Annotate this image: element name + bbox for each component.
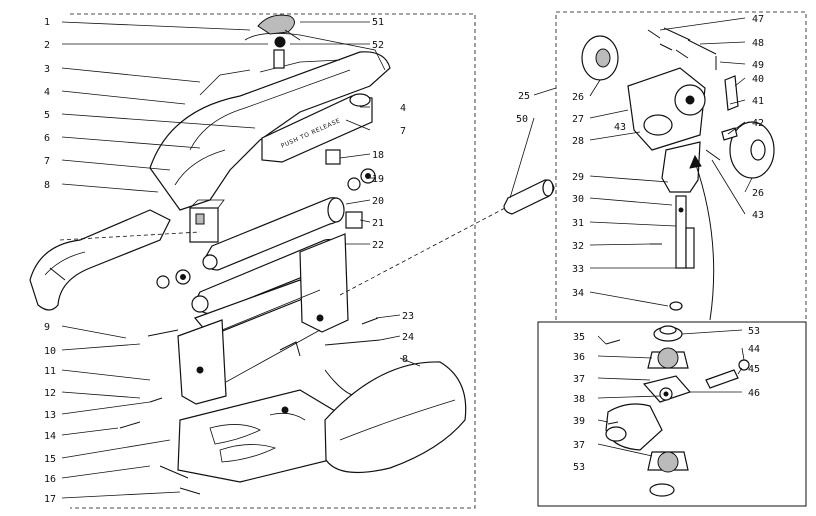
label-20: 20 (372, 196, 384, 207)
label-46: 46 (748, 388, 760, 399)
gear-inset-frame (537, 321, 807, 507)
left-leader-lines (61, 21, 268, 499)
label-28: 28 (572, 136, 584, 147)
label-42: 42 (752, 118, 764, 129)
handle-grip (29, 209, 171, 311)
label-37-upper: 37 (573, 374, 585, 385)
roller-axis-line-lower (339, 207, 506, 296)
label-35: 35 (573, 332, 585, 343)
label-6: 6 (44, 133, 50, 144)
label-2: 2 (44, 40, 50, 51)
label-7: 7 (44, 156, 50, 167)
label-14: 14 (44, 431, 56, 442)
middle-leader-lines (509, 17, 753, 307)
label-38: 38 (573, 394, 585, 405)
label-4-right: 4 (400, 103, 406, 114)
small-fasteners-left (119, 317, 381, 495)
label-45: 45 (748, 364, 760, 375)
label-3: 3 (44, 64, 50, 75)
label-11: 11 (44, 366, 56, 377)
roller-shaft-tube (503, 179, 555, 215)
label-50: 50 (516, 114, 528, 125)
label-21: 21 (372, 218, 384, 229)
label-43: 43 (752, 210, 764, 221)
label-23: 23 (402, 311, 414, 322)
label-8: 8 (44, 180, 50, 191)
label-53-upper: 53 (748, 326, 760, 337)
label-31: 31 (572, 218, 584, 229)
label-16: 16 (44, 474, 56, 485)
left-dashed-frame (70, 13, 476, 509)
label-26-right: 26 (752, 188, 764, 199)
hub-arrow-head (689, 154, 702, 169)
label-15: 15 (44, 454, 56, 465)
roller-axis-line-upper (59, 231, 201, 241)
label-43-small: 43 (614, 122, 626, 133)
label-29: 29 (572, 172, 584, 183)
label-8-right: 8 (402, 354, 408, 365)
label-41: 41 (752, 96, 764, 107)
label-32: 32 (572, 241, 584, 252)
label-48: 48 (752, 38, 764, 49)
label-49: 49 (752, 60, 764, 71)
label-26: 26 (572, 92, 584, 103)
side-washers (156, 168, 376, 289)
label-17: 17 (44, 494, 56, 505)
label-1: 1 (44, 17, 50, 28)
label-53-lower: 53 (573, 462, 585, 473)
clip-bracket-right (325, 149, 363, 229)
label-25: 25 (518, 91, 530, 102)
part-number-labels: 1 2 3 4 5 6 7 8 9 10 11 12 13 14 15 16 1… (44, 14, 764, 505)
label-39: 39 (573, 416, 585, 427)
side-disc (729, 121, 775, 179)
roller-frame (177, 233, 349, 405)
gear-inset-parts (605, 325, 750, 497)
label-18: 18 (372, 150, 384, 161)
hub-arrow (694, 161, 715, 321)
label-10: 10 (44, 346, 56, 357)
label-33: 33 (572, 264, 584, 275)
top-latch (257, 14, 301, 69)
label-51: 51 (372, 17, 384, 28)
label-9: 9 (44, 322, 50, 333)
label-30: 30 (572, 194, 584, 205)
label-12: 12 (44, 388, 56, 399)
label-4: 4 (44, 87, 50, 98)
label-19: 19 (372, 174, 384, 185)
label-5: 5 (44, 110, 50, 121)
label-24: 24 (402, 332, 414, 343)
label-13: 13 (44, 410, 56, 421)
label-44: 44 (748, 344, 760, 355)
label-47: 47 (752, 14, 764, 25)
label-7-right: 7 (400, 126, 406, 137)
drive-shaft (650, 195, 695, 311)
hub-small-parts (647, 27, 739, 161)
attachment-hub (581, 35, 706, 193)
label-36: 36 (573, 352, 585, 363)
label-27: 27 (572, 114, 584, 125)
release-cover: PUSH TO RELEASE (261, 93, 373, 163)
gear-inset-leader-lines (597, 329, 745, 457)
label-22: 22 (372, 240, 384, 251)
bottom-plate-cover (324, 361, 467, 474)
clip-bracket-left (189, 199, 225, 243)
upper-body-housing (149, 32, 391, 211)
label-52: 52 (372, 40, 384, 51)
label-34: 34 (572, 288, 584, 299)
base-plate (177, 389, 351, 483)
right-leader-lines (290, 21, 421, 367)
label-40: 40 (752, 74, 764, 85)
label-37-lower: 37 (573, 440, 585, 451)
